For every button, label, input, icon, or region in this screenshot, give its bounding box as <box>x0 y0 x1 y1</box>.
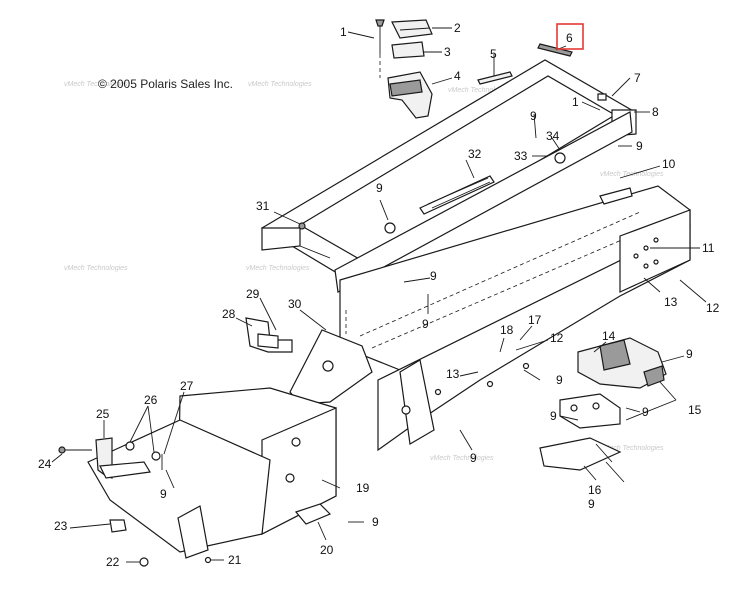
callout-label: 9 <box>470 451 477 465</box>
lower-left-assembly <box>58 387 337 567</box>
callout-label: 4 <box>454 69 461 83</box>
watermark-text: vMech Technologies <box>448 87 512 94</box>
callout-label: 33 <box>514 149 528 163</box>
callout-labels: 1 2 3 4 5 6 7 8 1 9 9 10 34 33 32 9 31 1… <box>38 21 720 569</box>
callout-label: 17 <box>528 313 542 327</box>
callout-label: 12 <box>550 331 564 345</box>
callout-label: 18 <box>500 323 514 337</box>
callout-label: 9 <box>642 405 649 419</box>
callout-label: 9 <box>160 487 167 501</box>
callout-label: 9 <box>422 317 429 331</box>
watermark-text: vMech Technologies <box>430 455 494 462</box>
callout-label: 23 <box>54 519 68 533</box>
callout-label: 9 <box>556 373 563 387</box>
callout-label: 15 <box>688 403 702 417</box>
callout-label: 26 <box>144 393 158 407</box>
callout-label: 5 <box>490 47 497 61</box>
callout-label: 9 <box>372 515 379 529</box>
watermark-text: vMech Technologies <box>64 81 128 88</box>
callout-label: 14 <box>602 329 616 343</box>
callout-label: 9 <box>550 409 557 423</box>
watermark-text: vMech Technologies <box>64 265 128 272</box>
callout-label: 10 <box>662 157 676 171</box>
callout-label: 13 <box>664 295 678 309</box>
callout-label: 2 <box>454 21 461 35</box>
copyright-notice: © 2005 Polaris Sales Inc. <box>98 77 233 91</box>
upper-small-parts <box>375 19 607 119</box>
callout-label: 31 <box>256 199 270 213</box>
watermark-text: vMech Technologies <box>246 265 310 272</box>
callout-label: 9 <box>686 347 693 361</box>
chassis-body <box>339 185 691 452</box>
callout-label: 28 <box>222 307 236 321</box>
callout-label: 9 <box>530 109 537 123</box>
callout-label: 29 <box>246 287 260 301</box>
callout-label: 9 <box>636 139 643 153</box>
callout-label: 12 <box>706 301 720 315</box>
callout-label: 25 <box>96 407 110 421</box>
watermark-text: vMech Technologies <box>600 445 664 452</box>
callout-label: 19 <box>356 481 370 495</box>
callout-label: 3 <box>444 45 451 59</box>
callout-label: 8 <box>652 105 659 119</box>
callout-label: 32 <box>468 147 482 161</box>
callout-label: 13 <box>446 367 460 381</box>
callout-label: 7 <box>634 71 641 85</box>
bracket-28 <box>245 317 293 353</box>
callout-label: 9 <box>430 269 437 283</box>
leader-lines <box>51 27 707 563</box>
callout-label-highlighted: 6 <box>566 31 573 45</box>
highlight-box <box>556 23 584 50</box>
callout-label: 22 <box>106 555 120 569</box>
callout-label: 1 <box>572 95 579 109</box>
callout-label: 9 <box>588 497 595 511</box>
right-lower-parts <box>539 337 667 471</box>
callout-label: 30 <box>288 297 302 311</box>
callout-label: 21 <box>228 553 242 567</box>
callout-label: 27 <box>180 379 194 393</box>
callout-label: 20 <box>320 543 334 557</box>
callout-label: 9 <box>376 181 383 195</box>
callout-label: 16 <box>588 483 602 497</box>
callout-label: 11 <box>702 241 715 255</box>
callout-label: 24 <box>38 457 52 471</box>
callout-label: 34 <box>546 129 560 143</box>
watermark-text: vMech Technologies <box>248 81 312 88</box>
callout-label: 1 <box>340 25 347 39</box>
